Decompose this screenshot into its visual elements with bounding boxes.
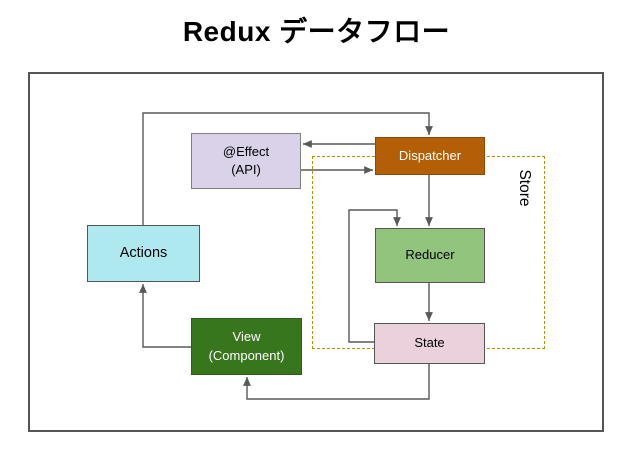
node-reducer: Reducer: [375, 228, 485, 283]
node-effect-label-line2: (API): [231, 162, 261, 177]
edge-state-to-reducer: [348, 209, 401, 343]
node-view-label-line1: View: [232, 329, 261, 345]
page-title: Redux データフロー: [182, 16, 451, 47]
diagram-canvas: Store @Effect (API) Dispatcher Actions: [28, 72, 604, 432]
node-dispatcher: Dispatcher: [375, 137, 485, 175]
node-view-component: View (Component): [191, 318, 302, 375]
node-view-label-line2: (Component): [208, 347, 285, 363]
node-dispatcher-label: Dispatcher: [398, 147, 462, 163]
edge-view-to-actions: [139, 284, 191, 348]
node-state: State: [374, 323, 485, 364]
edge-actions-to-dispatcher: [142, 112, 433, 225]
node-effect-label-line1: @Effect: [222, 143, 270, 159]
node-effect-api: @Effect (API): [191, 133, 301, 189]
connector-layer: [139, 112, 433, 400]
node-actions-label: Actions: [119, 245, 168, 262]
node-state-label: State: [414, 335, 445, 351]
node-reducer-label: Reducer: [405, 247, 455, 263]
node-actions: Actions: [87, 225, 200, 282]
edge-state-to-view: [243, 364, 430, 400]
